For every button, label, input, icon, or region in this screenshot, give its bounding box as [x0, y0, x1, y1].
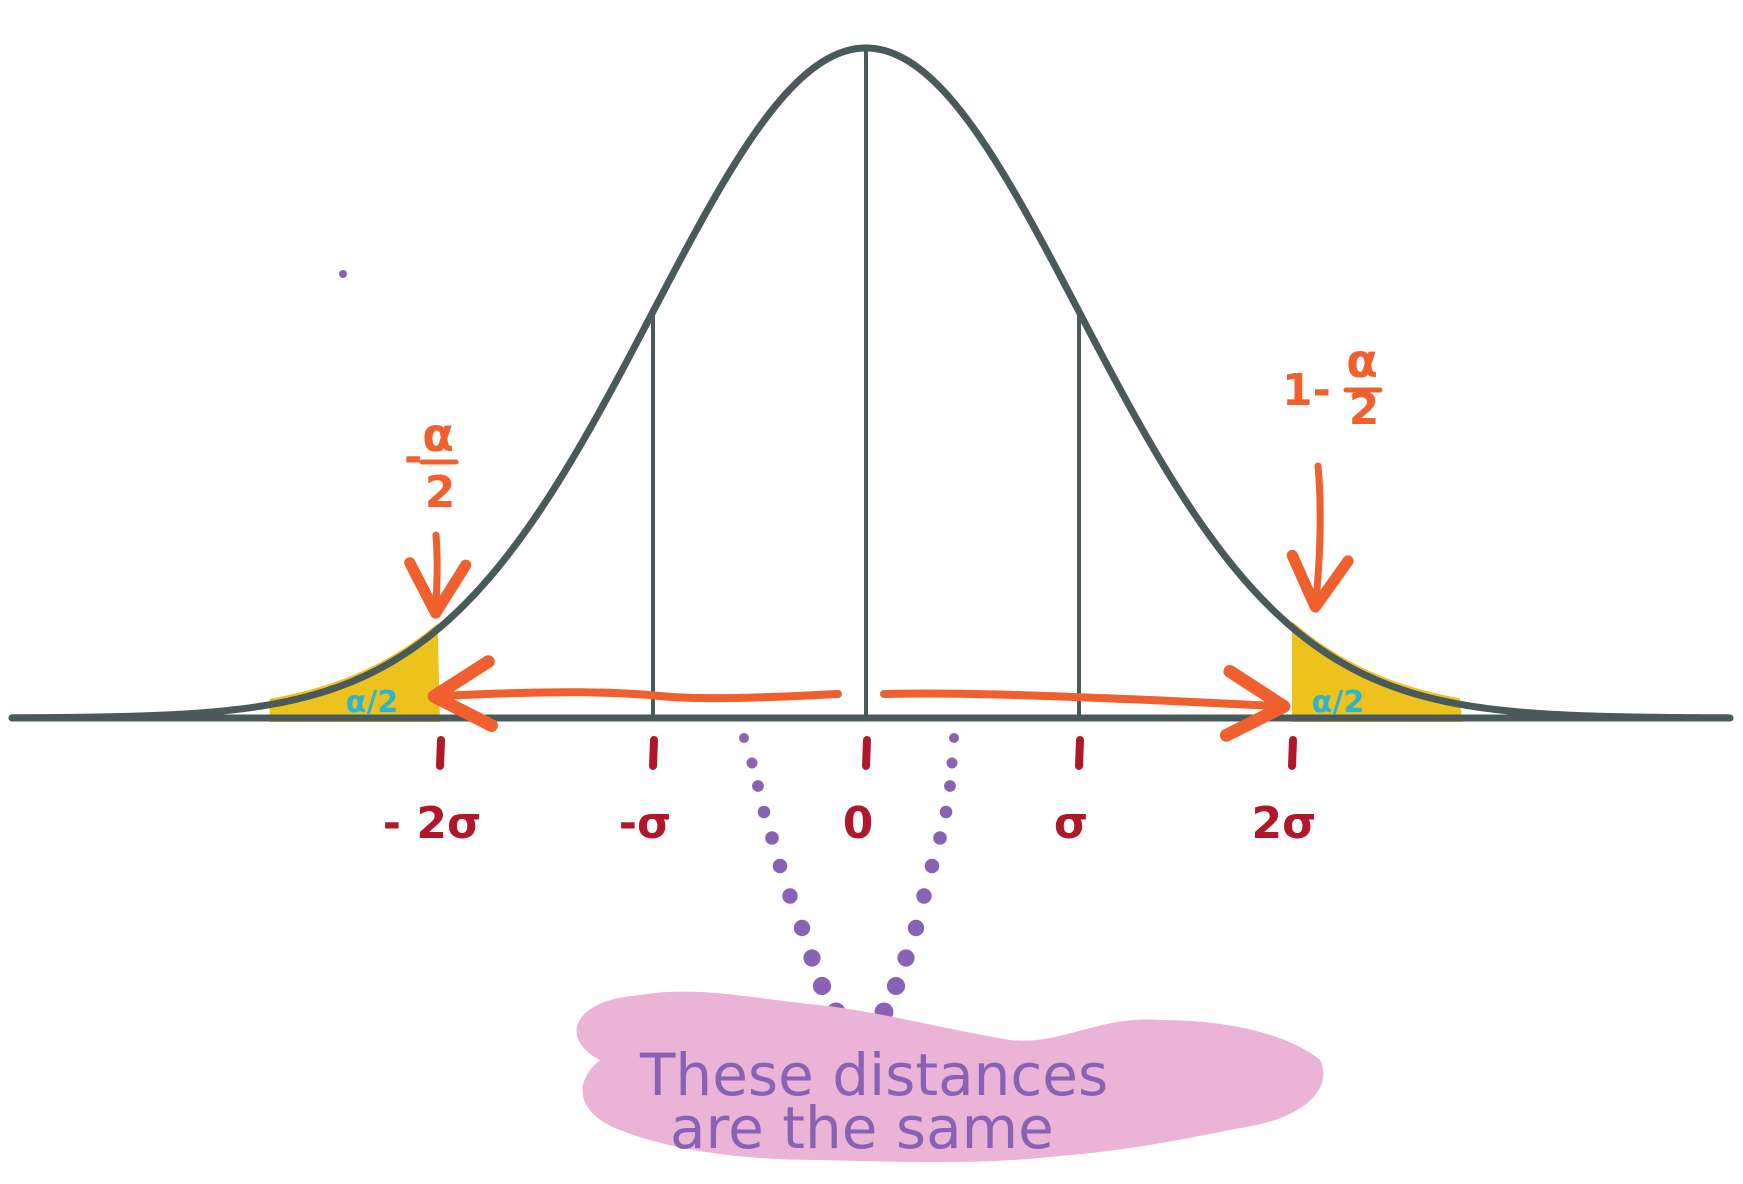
pointer-dot	[916, 888, 932, 904]
pointer-dot	[897, 949, 915, 967]
x-axis-tick-label: - 2σ	[383, 798, 481, 849]
right-quantile-denominator: 2	[1349, 384, 1380, 435]
normal-curve	[8, 44, 1732, 722]
right-quantile-label: 1- α 2	[1282, 334, 1383, 435]
right-quantile-arrow	[1286, 462, 1354, 613]
x-axis-tick-label: σ	[1054, 798, 1088, 849]
pointer-dot	[939, 805, 953, 819]
sigma-vertical-lines	[651, 48, 1081, 718]
pointer-dot	[886, 976, 906, 996]
left-quantile-arrow	[404, 531, 472, 619]
pointer-dot	[772, 858, 788, 874]
left-quantile-numerator: α	[422, 408, 454, 462]
distance-arrow-left	[427, 655, 842, 732]
pointer-dot	[782, 888, 798, 904]
x-axis-tick-labels: - 2σ -σ 0 σ 2σ	[383, 798, 1317, 849]
pointer-dot	[739, 733, 749, 743]
pointer-dot	[752, 780, 764, 792]
x-axis-ticks	[436, 736, 1297, 770]
stray-dot	[339, 270, 347, 278]
x-axis-tick	[1075, 736, 1084, 770]
right-quantile-prefix: 1-	[1282, 365, 1331, 416]
right-quantile-numerator: α	[1346, 334, 1378, 388]
caption-bubble	[576, 991, 1324, 1163]
right-tail-alpha-label: α/2	[1312, 685, 1364, 720]
x-axis-tick-label: -σ	[619, 798, 672, 849]
x-axis-tick-label: 2σ	[1252, 798, 1317, 849]
left-quantile-label: - α 2	[404, 408, 459, 518]
pointer-dot	[933, 831, 947, 845]
left-quantile-denominator: 2	[425, 467, 456, 518]
x-axis-tick	[649, 736, 658, 770]
pointer-dot	[949, 733, 959, 743]
pointer-dot	[746, 757, 758, 769]
x-axis-tick	[862, 736, 871, 770]
pointer-dot	[944, 780, 956, 792]
x-axis-tick	[436, 736, 445, 770]
pointer-dot	[924, 858, 940, 874]
pointer-dot	[812, 976, 832, 996]
pointer-dot	[765, 831, 779, 845]
caption-line-2: are the same	[670, 1094, 1054, 1162]
dotted-pointer-lines	[739, 733, 959, 1022]
distance-arrow-right	[880, 664, 1291, 742]
left-tail-alpha-label: α/2	[346, 685, 398, 720]
pointer-dot	[907, 919, 925, 937]
x-axis-tick-label: 0	[843, 798, 874, 849]
pointer-dot	[757, 805, 771, 819]
left-quantile-prefix: -	[404, 432, 422, 483]
pointer-dot	[793, 919, 811, 937]
pointer-dot	[946, 757, 958, 769]
x-axis-tick	[1288, 736, 1297, 770]
pointer-dot	[803, 949, 821, 967]
caption-line-1: These distances	[639, 1041, 1108, 1109]
